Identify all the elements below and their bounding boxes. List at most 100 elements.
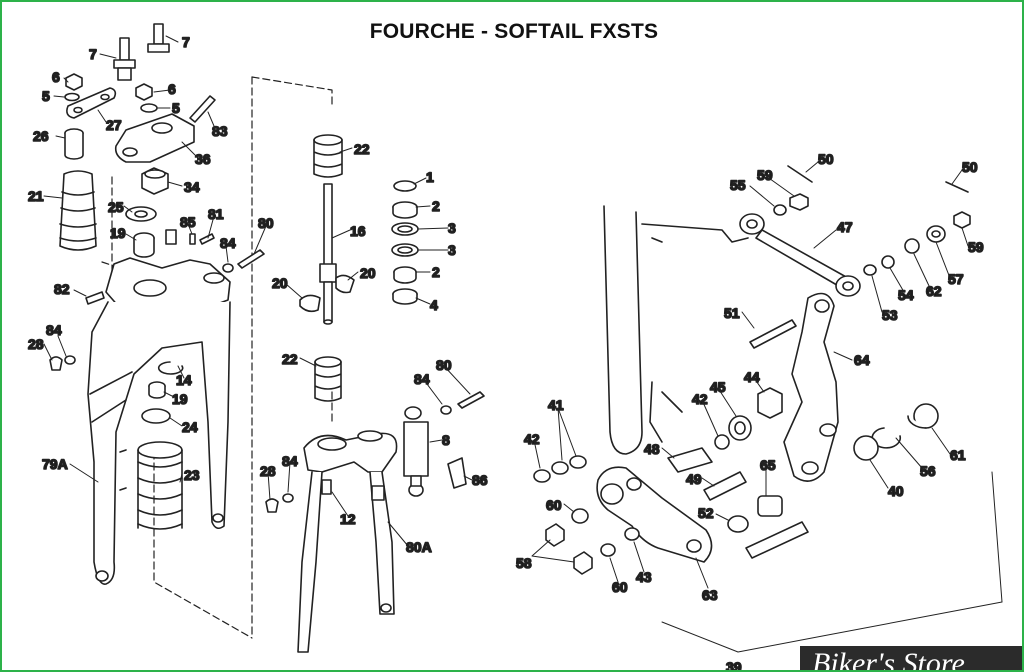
part-59-nut-a: [789, 193, 809, 211]
label-58: 58: [516, 555, 532, 571]
assembly-guide-lines: [101, 76, 333, 639]
label-16: 16: [350, 223, 366, 239]
label-2: 2: [432, 264, 440, 280]
part-41-washer-a: [551, 461, 569, 475]
part-7-stud-left: [113, 37, 136, 81]
label-20: 20: [272, 275, 288, 291]
label-5: 5: [172, 100, 180, 116]
label-34: 34: [184, 179, 200, 195]
part-24-seat: [141, 408, 171, 424]
part-34-nut: [141, 167, 169, 195]
label-40: 40: [888, 483, 904, 499]
label-52: 52: [698, 505, 714, 521]
part-25-bearing: [125, 206, 157, 222]
part-80-bolt-a: [237, 249, 265, 269]
part-22-spring-top: [313, 134, 343, 178]
label-5: 5: [42, 88, 50, 104]
part-84-washer-c: [440, 405, 452, 415]
label-14: 14: [176, 372, 192, 388]
label-53: 53: [882, 307, 898, 323]
label-20: 20: [360, 265, 376, 281]
label-45: 45: [710, 379, 726, 395]
part-2-cup-lower: [393, 266, 417, 284]
part-59-nut-b: [953, 211, 971, 229]
label-22: 22: [354, 141, 370, 157]
part-86-fitting: [447, 457, 467, 489]
label-50: 50: [818, 151, 834, 167]
part-19-bushing-top: [133, 229, 177, 258]
part-43-washer: [624, 527, 640, 541]
label-6: 6: [168, 81, 176, 97]
label-12: 12: [340, 511, 356, 527]
part-84-washer-a: [222, 263, 234, 273]
callout-labels: 7 7 6 6 5 5 27 83 26 36 21 34 25 85 81 1…: [27, 33, 984, 670]
part-63-plate: [596, 466, 713, 563]
part-5-washer-left: [64, 92, 80, 102]
part-54-washer: [881, 255, 895, 269]
label-81: 81: [208, 206, 224, 222]
label-60: 60: [612, 579, 628, 595]
part-42-washer-b: [714, 434, 730, 450]
label-6: 6: [52, 69, 60, 85]
label-79A: 79A: [42, 456, 68, 472]
label-54: 54: [898, 287, 914, 303]
label-49: 49: [686, 471, 702, 487]
label-48: 48: [644, 441, 660, 457]
label-28: 28: [260, 463, 276, 479]
part-40-ring: [853, 435, 879, 461]
label-80: 80: [258, 215, 274, 231]
part-23-spring: [137, 441, 183, 530]
part-58-nut-b: [573, 551, 593, 575]
label-55: 55: [730, 177, 746, 193]
label-80: 80: [436, 357, 452, 373]
label-19: 19: [172, 391, 188, 407]
label-64: 64: [854, 352, 870, 368]
part-6-nut-left: [65, 73, 83, 91]
label-23: 23: [184, 467, 200, 483]
label-86: 86: [472, 472, 488, 488]
part-80-bolt-b: [457, 391, 485, 409]
label-28: 28: [28, 336, 44, 352]
watermark-logo: Biker's Store: [800, 646, 1022, 670]
label-3: 3: [448, 242, 456, 258]
label-50: 50: [962, 159, 978, 175]
part-62-washer: [904, 238, 920, 254]
label-2: 2: [432, 198, 440, 214]
part-84-washer-b: [64, 355, 76, 365]
label-25: 25: [108, 199, 124, 215]
label-26: 26: [33, 128, 49, 144]
label-43: 43: [636, 569, 652, 585]
label-63: 63: [702, 587, 718, 603]
label-84: 84: [414, 371, 430, 387]
label-3: 3: [448, 220, 456, 236]
label-84: 84: [282, 453, 298, 469]
label-7: 7: [182, 34, 190, 50]
part-82-bolt: [85, 291, 105, 305]
part-51-bolt: [749, 319, 797, 349]
label-42: 42: [692, 391, 708, 407]
part-47-link: [739, 213, 861, 297]
part-85-pin: [189, 233, 196, 245]
part-26-bushing: [64, 128, 84, 160]
part-21-boot: [59, 170, 97, 251]
label-80A: 80A: [406, 539, 432, 555]
part-50-cotter-pin-a: [787, 165, 813, 183]
label-42: 42: [524, 431, 540, 447]
part-50-cotter-pin-b: [945, 181, 969, 193]
part-3-race-b: [391, 243, 419, 257]
part-1-washer: [393, 180, 417, 192]
label-61: 61: [950, 447, 966, 463]
part-4-cone: [392, 288, 418, 305]
part-44-nut: [757, 387, 783, 419]
label-59: 59: [757, 167, 773, 183]
label-36: 36: [195, 151, 211, 167]
label-82: 82: [54, 281, 70, 297]
part-36-top-bracket: [114, 113, 195, 163]
frame-outline: [603, 205, 749, 455]
part-61-bushing: [907, 403, 939, 429]
label-47: 47: [837, 219, 853, 235]
part-41-washer-b: [569, 455, 587, 469]
part-45-bushing: [728, 415, 752, 441]
